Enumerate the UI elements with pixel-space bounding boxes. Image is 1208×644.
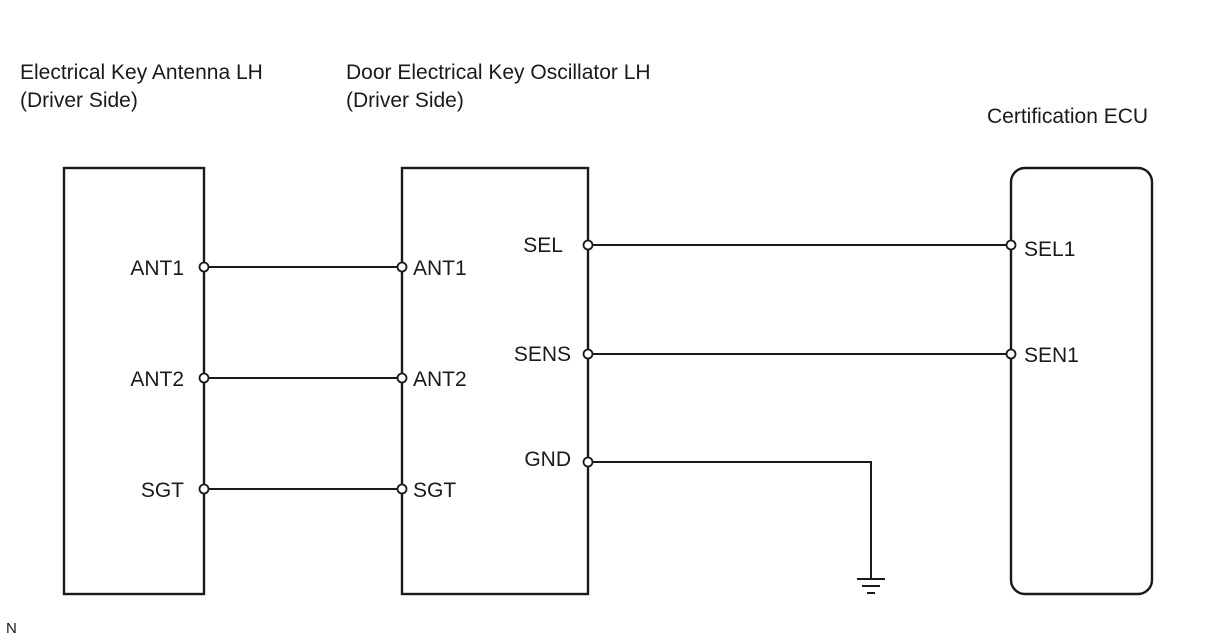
oscillator-box: [400, 166, 590, 596]
antenna-pin-label-ant2: ANT2: [130, 368, 184, 391]
antenna-title-line1: Electrical Key Antenna LH: [20, 61, 263, 84]
oscillator-pin-label-gnd: GND: [524, 448, 571, 471]
antenna-pin-ant2: [198, 372, 210, 384]
ecu-pin-sel1: [1005, 239, 1017, 251]
antenna-box: [62, 166, 206, 596]
ground-symbol: [857, 578, 885, 594]
ecu-pin-label-sen1: SEN1: [1024, 344, 1079, 367]
antenna-pin-ant1: [198, 261, 210, 273]
oscillator-title-line2: (Driver Side): [346, 89, 464, 112]
oscillator-pin-ant2: [396, 372, 408, 384]
oscillator-pin-label-sens: SENS: [514, 343, 571, 366]
antenna-pin-label-sgt: SGT: [141, 479, 184, 502]
ecu-title: Certification ECU: [987, 103, 1148, 131]
ecu-title-line: Certification ECU: [987, 105, 1149, 128]
antenna-pin-sgt: [198, 483, 210, 495]
oscillator-pin-label-sel: SEL: [523, 234, 563, 257]
antenna-title: Electrical Key Antenna LH (Driver Side): [20, 59, 263, 115]
antenna-pin-label-ant1: ANT1: [130, 257, 184, 280]
oscillator-pin-label-ant1: ANT1: [413, 257, 467, 280]
oscillator-pin-ant1: [396, 261, 408, 273]
ecu-pin-label-sel1: SEL1: [1024, 238, 1075, 261]
oscillator-pin-label-ant2: ANT2: [413, 368, 467, 391]
oscillator-pin-gnd: [582, 456, 594, 468]
ecu-pin-sen1: [1005, 348, 1017, 360]
oscillator-pin-sel: [582, 239, 594, 251]
oscillator-title: Door Electrical Key Oscillator LH (Drive…: [346, 59, 651, 115]
ecu-box: [1009, 166, 1154, 596]
oscillator-title-line1: Door Electrical Key Oscillator LH: [346, 61, 651, 84]
oscillator-pin-sgt: [396, 483, 408, 495]
footnote-label: N: [6, 620, 17, 637]
wire-gnd: [588, 461, 872, 578]
oscillator-pin-label-sgt: SGT: [413, 479, 456, 502]
antenna-title-line2: (Driver Side): [20, 89, 138, 112]
oscillator-pin-sens: [582, 348, 594, 360]
